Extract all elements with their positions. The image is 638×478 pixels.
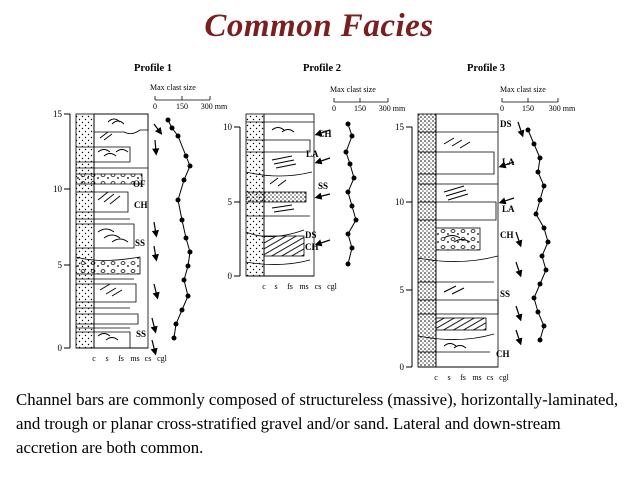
profile-3-depth-10: 10: [395, 197, 405, 207]
profile-2-lithology-column: [245, 113, 315, 277]
profile-3-title: Profile 3: [467, 63, 505, 74]
profile-1-clast-tick-0: 0: [153, 102, 157, 111]
profile-3-facies-LA-upper: LA: [502, 157, 515, 167]
profile-2-paleocurrent-arrows: [314, 129, 331, 247]
profile-1-grain-size-axis: c s fs ms cs cgl: [76, 347, 168, 363]
profile-1-paleocurrent-arrows: [150, 123, 163, 356]
profile-2: Profile 2 Max clast size 0 150 300 mm 10…: [223, 63, 406, 291]
profile-3-depth-5: 5: [400, 285, 405, 295]
profile-2-facies-LA: LA: [306, 149, 319, 159]
profile-2-clast-tick-150: 150: [354, 104, 366, 113]
profile-1-grain-s: s: [105, 354, 108, 363]
profile-3-grain-ms: ms: [472, 373, 481, 382]
profile-3-lithology-column: [417, 113, 499, 368]
profile-3-grain-s: s: [447, 373, 450, 382]
profile-3-depth-axis: 15 10 5 0: [395, 122, 413, 372]
profile-1-depth-0: 0: [58, 343, 63, 353]
profile-3-facies-SS: SS: [500, 289, 510, 299]
profile-1-grain-fs: fs: [118, 354, 124, 363]
profile-2-depth-0: 0: [228, 271, 233, 281]
profile-2-clast-size-curve: [343, 121, 359, 267]
slide-title: Common Facies: [204, 8, 434, 44]
profile-3-grain-c: c: [434, 373, 438, 382]
profile-2-grain-fs: fs: [287, 282, 293, 291]
profile-3-clast-scale: Max clast size 0 150 300 mm: [500, 85, 576, 113]
profile-2-clast-scale-title: Max clast size: [330, 85, 376, 94]
profile-1-clast-tick-300: 300 mm: [201, 102, 228, 111]
profile-2-depth-axis: 10 5 0: [223, 122, 241, 281]
profile-2-depth-10: 10: [223, 122, 233, 132]
profile-1-clast-scale: Max clast size 0 150 300 mm: [150, 83, 228, 111]
profile-2-facies-CH-lower: CH: [305, 242, 319, 252]
profile-3-grain-size-axis: c s fs ms cs cgl: [418, 366, 510, 382]
profile-2-grain-c: c: [262, 282, 266, 291]
profile-3-clast-tick-0: 0: [500, 104, 504, 113]
profile-3-paleocurrent-arrows: [498, 121, 525, 346]
profile-2-facies-DS: DS: [305, 230, 317, 240]
facies-profiles-diagram: Profile 1 Max clast size 0 150 300 mm 15…: [53, 63, 576, 382]
profile-3-clast-size-curve: [525, 127, 551, 343]
profile-1: Profile 1 Max clast size 0 150 300 mm 15…: [53, 63, 228, 363]
profile-1-clast-scale-title: Max clast size: [150, 83, 196, 92]
profile-2-facies-SS: SS: [318, 181, 328, 191]
profile-2-facies-CH-upper: CH: [318, 129, 332, 139]
profile-1-facies-SS-lower: SS: [136, 329, 146, 339]
profile-1-cross-bedding: [97, 118, 129, 341]
profile-1-grain-c: c: [92, 354, 96, 363]
profile-1-grain-cgl: cgl: [157, 354, 168, 363]
profile-1-title: Profile 1: [134, 63, 172, 74]
profile-1-lithology-column: [75, 113, 149, 349]
profile-3-cross-bedding: [443, 137, 471, 349]
profile-1-grain-ms: ms: [130, 354, 139, 363]
profile-3-facies-LA-lower: LA: [502, 204, 515, 214]
profile-1-depth-10: 10: [53, 184, 63, 194]
profile-1-clast-tick-150: 150: [176, 102, 188, 111]
profile-1-depth-axis: 15 10 5 0: [53, 109, 71, 353]
profile-1-depth-5: 5: [58, 260, 63, 270]
profile-3-grain-cgl: cgl: [499, 373, 510, 382]
profile-1-facies-SS-upper: SS: [135, 238, 145, 248]
profile-3-facies-CH-lower: CH: [496, 349, 510, 359]
profile-2-title: Profile 2: [303, 63, 341, 74]
profile-1-depth-15: 15: [53, 109, 63, 119]
profile-3-facies-DS: DS: [500, 119, 512, 129]
slide-caption: Channel bars are commonly composed of st…: [16, 390, 619, 457]
profile-2-depth-5: 5: [228, 197, 233, 207]
profile-2-clast-tick-300: 300 mm: [379, 104, 406, 113]
profile-3-clast-scale-title: Max clast size: [500, 85, 546, 94]
profile-3-depth-0: 0: [400, 362, 405, 372]
facies-figure: Profile 1 Max clast size 0 150 300 mm 15…: [0, 52, 638, 390]
profile-3-clast-tick-150: 150: [522, 104, 534, 113]
profile-2-grain-ms: ms: [299, 282, 308, 291]
profile-3-facies-CH-upper: CH: [500, 230, 514, 240]
profile-3-grain-fs: fs: [460, 373, 466, 382]
profile-2-grain-cgl: cgl: [327, 282, 338, 291]
profile-1-facies-CH: CH: [134, 200, 148, 210]
profile-3-clast-tick-300: 300 mm: [549, 104, 576, 113]
profile-3-depth-15: 15: [395, 122, 405, 132]
profile-1-clast-size-curve: [165, 117, 193, 341]
profile-2-clast-scale: Max clast size 0 150 300 mm: [330, 85, 406, 113]
profile-2-grain-cs: cs: [315, 282, 322, 291]
profile-2-grain-size-axis: c s fs ms cs cgl: [246, 275, 338, 291]
profile-3: Profile 3 Max clast size 0 150 300 mm 15…: [395, 63, 576, 382]
profile-2-cross-bedding: [269, 127, 297, 213]
profile-2-grain-s: s: [274, 282, 277, 291]
profile-1-grain-cs: cs: [145, 354, 152, 363]
profile-2-clast-tick-0: 0: [332, 104, 336, 113]
profile-3-grain-cs: cs: [487, 373, 494, 382]
profile-1-facies-OF: OF: [133, 179, 146, 189]
